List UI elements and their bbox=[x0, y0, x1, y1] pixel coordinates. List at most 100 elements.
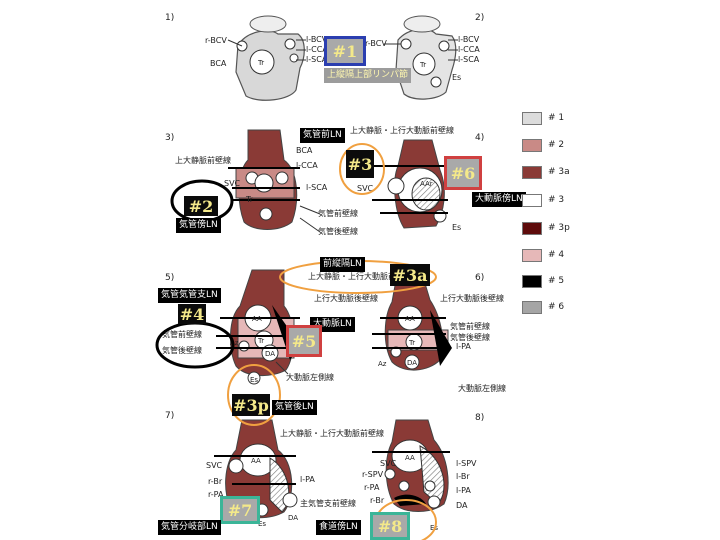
p7-label-main-bronchus: 主気管支前壁線 bbox=[300, 498, 356, 508]
legend-label-4: # 4 bbox=[548, 250, 565, 260]
p6-label-tr: Tr bbox=[408, 339, 415, 347]
legend-swatch-2 bbox=[522, 139, 542, 152]
p1-label-l-cca: l-CCA bbox=[306, 45, 328, 54]
p2-label-l-cca: l-CCA bbox=[458, 45, 480, 54]
legend-label-3a: # 3a bbox=[548, 167, 570, 177]
legend-swatch-3p bbox=[522, 222, 542, 235]
callout-4: 気管気管支LN bbox=[158, 288, 221, 303]
p8-label-svc: SVC bbox=[380, 459, 397, 468]
p4-label-svc: SVC bbox=[357, 184, 374, 193]
callout-3p: 気管後LN bbox=[272, 400, 317, 415]
panel-4: 4) 上大静脈・上行大動脈前壁線 SVC AAr Es bbox=[350, 125, 484, 232]
p2-label-l-sca: l-SCA bbox=[458, 55, 480, 64]
panel-4-number: 4) bbox=[475, 133, 484, 143]
p1-label-l-bcv: l-BCV bbox=[306, 35, 328, 44]
p1-label-bca: BCA bbox=[210, 59, 227, 68]
legend-item-1: # 1 bbox=[518, 110, 608, 128]
p1-label-tr: Tr bbox=[257, 59, 264, 67]
legend-swatch-3 bbox=[522, 194, 542, 207]
legend-swatch-3a bbox=[522, 166, 542, 179]
panel-3-number: 3) bbox=[165, 133, 174, 143]
callout-3a: 前縦隔LN bbox=[320, 257, 365, 272]
p6-label-asc-aorta-rear: 上行大動脈後壁線 bbox=[440, 293, 504, 303]
highlight-3p bbox=[227, 364, 281, 426]
tag-4: #4 bbox=[178, 304, 206, 324]
p5-label-es: Es bbox=[250, 376, 258, 384]
panel-7: 7) 上大静脈・上行大動脈前壁線 SVC AA r-Br r-PA l-PA 主… bbox=[165, 411, 384, 528]
legend-label-1: # 1 bbox=[548, 113, 565, 123]
legend-item-3a: # 3a bbox=[518, 164, 608, 182]
legend-swatch-4 bbox=[522, 249, 542, 262]
panel-3: 3) 上大静脈前壁線 BCA l-CCA l-SCA SVC Tr 気管前壁線 … bbox=[165, 129, 358, 236]
p2-label-r-bcv: r-BCV bbox=[365, 39, 387, 48]
legend-swatch-5 bbox=[522, 275, 542, 288]
p5-label-tracheal-rear: 気管後壁線 bbox=[162, 345, 202, 355]
panel-2: 2) r-BCV l-BCV l-CCA l-SCA Tr Es bbox=[365, 13, 484, 100]
legend-item-3p: # 3p bbox=[518, 220, 608, 238]
p2-label-es: Es bbox=[452, 73, 461, 82]
p5-label-svc-aorta-wall: 上大静脈・上行大動脈前壁線 bbox=[308, 271, 412, 281]
p3-label-tracheal-front: 気管前壁線 bbox=[318, 208, 358, 218]
p6-label-az: Az bbox=[378, 360, 387, 368]
legend-label-3: # 3 bbox=[548, 195, 565, 205]
callout-8: 食道傍LN bbox=[316, 520, 361, 535]
p1-label-r-bcv: r-BCV bbox=[205, 36, 227, 45]
p7-label-da: DA bbox=[288, 514, 298, 522]
callout-7: 気管分岐部LN bbox=[158, 520, 221, 535]
p5-label-aa: AA bbox=[252, 315, 262, 323]
highlight-3 bbox=[339, 143, 385, 195]
p2-label-tr: Tr bbox=[419, 61, 426, 69]
legend-label-2: # 2 bbox=[548, 140, 565, 150]
panel-1: 1) r-BCV l-BCV l-CCA l-SCA BCA Tr bbox=[165, 13, 328, 101]
tag-1: #1 bbox=[324, 36, 366, 66]
p5-label-az: Az bbox=[230, 339, 239, 347]
panel-2-number: 2) bbox=[475, 13, 484, 23]
p3-label-svc: SVC bbox=[224, 179, 241, 188]
p3-label-bca: BCA bbox=[296, 146, 313, 155]
panel-1-number: 1) bbox=[165, 13, 174, 23]
panel-6: 6) 上行大動脈後壁線 AA Tr l-PA Az DA 気管前壁線 気管後壁線… bbox=[372, 273, 506, 393]
p6-label-tracheal-front: 気管前壁線 bbox=[450, 321, 490, 331]
p8-label-r-br: r-Br bbox=[370, 496, 385, 505]
panel-7-number: 7) bbox=[165, 411, 174, 421]
p3-label-tr: Tr bbox=[245, 195, 254, 204]
p1-label-l-sca: l-SCA bbox=[306, 55, 328, 64]
p5-label-tracheal-front: 気管前壁線 bbox=[162, 329, 202, 339]
p5-label-aorta-left: 大動脈左側線 bbox=[286, 372, 334, 382]
tag-6: #6 bbox=[444, 156, 482, 190]
tag-7: #7 bbox=[220, 496, 260, 524]
p7-label-l-pa: l-PA bbox=[300, 475, 315, 484]
legend-label-3p: # 3p bbox=[548, 223, 570, 233]
legend-item-3: # 3 bbox=[518, 192, 608, 210]
p8-label-aa: AA bbox=[405, 454, 415, 462]
tag-5: #5 bbox=[286, 325, 322, 357]
p6-label-aorta-left: 大動脈左側線 bbox=[458, 383, 506, 393]
p5-label-da: DA bbox=[265, 350, 275, 358]
p4-label-aar: AAr bbox=[420, 180, 433, 188]
p6-label-tracheal-rear: 気管後壁線 bbox=[450, 332, 490, 342]
p3-label-l-cca: l-CCA bbox=[296, 161, 318, 170]
p7-label-r-pa: r-PA bbox=[208, 490, 224, 499]
tag-2: #2 bbox=[184, 196, 218, 216]
tag-3: #3 bbox=[346, 150, 374, 178]
p3-label-tracheal-rear: 気管後壁線 bbox=[318, 226, 358, 236]
p3-label-l-sca: l-SCA bbox=[306, 183, 328, 192]
p6-label-l-pa: l-PA bbox=[456, 342, 471, 351]
p8-label-da: DA bbox=[456, 501, 468, 510]
p6-label-da: DA bbox=[407, 359, 417, 367]
p4-label-es: Es bbox=[452, 223, 461, 232]
panel-8: 8) AA SVC r-SPV l-SPV l-Br r-PA l-PA r-B… bbox=[362, 413, 484, 532]
p8-label-l-spv: l-SPV bbox=[456, 459, 477, 468]
panel-6-number: 6) bbox=[475, 273, 484, 283]
p2-label-l-bcv: l-BCV bbox=[458, 35, 480, 44]
p7-label-svc: SVC bbox=[206, 461, 223, 470]
p8-label-r-spv: r-SPV bbox=[362, 470, 384, 479]
p7-label-r-br: r-Br bbox=[208, 477, 223, 486]
p7-label-es: Es bbox=[258, 520, 266, 528]
callout-2: 気管傍LN bbox=[176, 218, 221, 233]
tag-3a: #3a bbox=[390, 264, 430, 286]
p8-label-l-br: l-Br bbox=[456, 472, 470, 481]
p4-label-svc-aorta-wall: 上大静脈・上行大動脈前壁線 bbox=[350, 125, 454, 135]
panel-8-number: 8) bbox=[475, 413, 484, 423]
